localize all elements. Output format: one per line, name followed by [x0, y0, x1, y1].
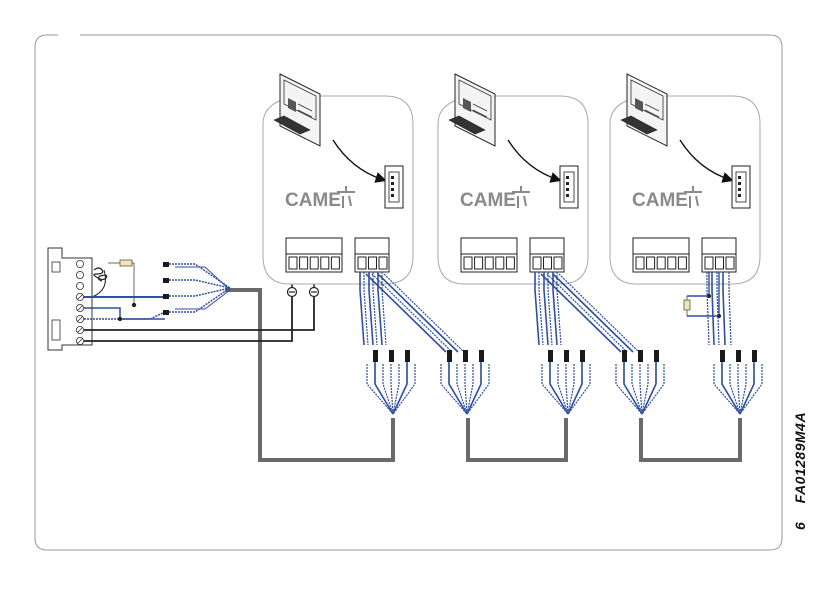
connector-plug [463, 350, 468, 362]
connector-plug [564, 350, 569, 362]
connector-plug [580, 350, 585, 362]
connector-plug [654, 350, 659, 362]
connector-plug [622, 350, 627, 362]
connector-plug [479, 350, 484, 362]
terminal-block-5 [286, 238, 342, 272]
connector-plug [405, 350, 410, 362]
module-3: CAME [610, 74, 762, 414]
brand-logo: CAME [285, 190, 341, 211]
terminal-block-5 [461, 238, 517, 272]
connector-plug [752, 350, 757, 362]
resistor-icon [108, 260, 134, 305]
module-wiring [684, 272, 762, 414]
page-number: 6 [792, 522, 808, 530]
connector-plug [638, 350, 643, 362]
brand-logo: CAME [632, 190, 688, 211]
connector-plug [389, 350, 394, 362]
terminal-block-5 [633, 238, 689, 272]
figure-code: FA01289M4A [792, 412, 808, 503]
figure-code-label: 6 FA01289M4A [792, 412, 808, 530]
terminal-block-3 [702, 238, 736, 272]
terminal-block-3 [355, 238, 389, 272]
connector-plug [736, 350, 741, 362]
terminal-block-3 [530, 238, 564, 272]
connector-plug [373, 350, 378, 362]
connector-plug [548, 350, 553, 362]
connector-plug [447, 350, 452, 362]
bus-cable [225, 290, 740, 460]
module-wiring [360, 272, 489, 414]
connector-plug [720, 350, 725, 362]
brand-logo: CAME [460, 190, 516, 211]
module-wiring [535, 272, 664, 414]
resistor-icon [684, 300, 690, 310]
left-terminal-block [48, 248, 107, 350]
